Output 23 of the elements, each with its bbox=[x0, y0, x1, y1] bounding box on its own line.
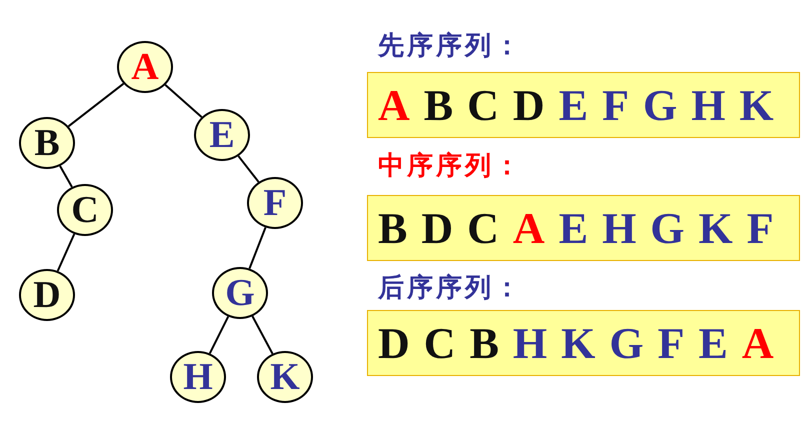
sequence-heading: 先序序列： bbox=[378, 30, 523, 63]
tree-edge bbox=[238, 155, 260, 183]
tree-node: D bbox=[19, 269, 75, 321]
sequence-heading: 后序序列： bbox=[378, 272, 523, 305]
tree-node: F bbox=[247, 177, 303, 229]
tree-node: E bbox=[194, 109, 250, 161]
tree-edge bbox=[252, 316, 274, 354]
sequence-box: A B C D E F G H K bbox=[367, 72, 800, 138]
tree-node: B bbox=[19, 117, 75, 169]
tree-edge bbox=[164, 84, 202, 118]
tree-edge bbox=[248, 227, 266, 269]
tree-node: A bbox=[117, 41, 173, 93]
tree-node: G bbox=[212, 267, 268, 319]
tree-node: C bbox=[57, 184, 113, 236]
tree-node: K bbox=[257, 351, 313, 403]
tree-edge bbox=[56, 234, 76, 272]
tree-node: H bbox=[170, 351, 226, 403]
tree-edge bbox=[68, 82, 124, 128]
tree-edge bbox=[208, 316, 230, 354]
sequence-box: B D C A E H G K F bbox=[367, 195, 800, 261]
sequence-box: D C B H K G F E A bbox=[367, 310, 800, 376]
tree-edge bbox=[59, 166, 73, 188]
sequence-heading: 中序序列： bbox=[378, 150, 523, 183]
